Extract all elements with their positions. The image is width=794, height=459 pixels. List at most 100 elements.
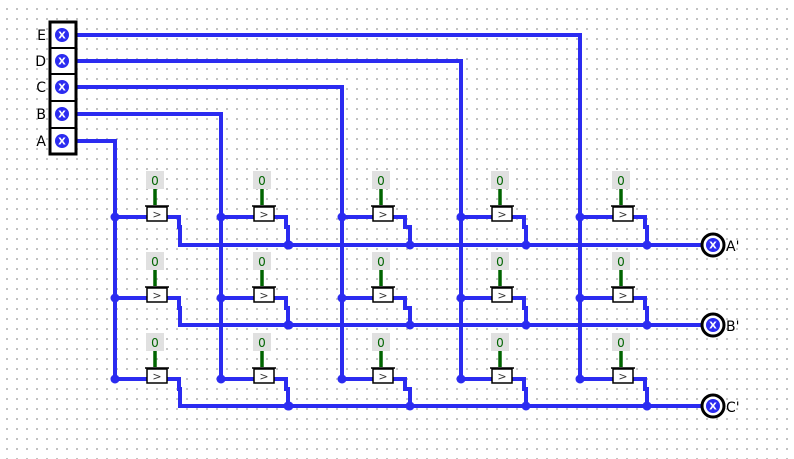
input-junction-dot: [110, 374, 120, 384]
input-pin-B[interactable]: [55, 107, 69, 121]
output-junction-dot: [521, 401, 531, 411]
constant-zero-label: 0: [258, 255, 266, 269]
input-label: A: [36, 134, 46, 150]
constant-zero-label: 0: [377, 336, 385, 350]
buffer-body: [253, 287, 275, 303]
constant-zero-box: [372, 333, 390, 351]
buffer-gate: 0>: [611, 333, 635, 384]
buffer-symbol: >: [259, 289, 268, 302]
input-junction-dot: [216, 293, 226, 303]
buffer-gate: 0>: [145, 333, 169, 384]
buffer-gate: 0>: [490, 333, 514, 384]
gate-output-wire: [167, 296, 182, 325]
input-junction-dot: [216, 374, 226, 384]
gate-output-wire: [167, 215, 182, 245]
constant-zero-label: 0: [496, 336, 504, 350]
constant-zero-box: [146, 252, 164, 270]
buffer-gate: 0>: [490, 252, 514, 303]
output-junction-dot: [405, 240, 415, 250]
buffer-symbol: >: [378, 370, 387, 383]
input-junction-dot: [456, 374, 466, 384]
buffer-gate: 0>: [252, 252, 276, 303]
gate-output-wire: [633, 296, 649, 325]
constant-zero-box: [146, 333, 164, 351]
constant-zero-label: 0: [151, 255, 159, 269]
output-pin-mark: X: [709, 321, 717, 332]
gate-output-wire: [512, 377, 528, 406]
constant-zero-label: 0: [617, 174, 625, 188]
constant-zero-box: [612, 252, 630, 270]
output-junction-dot: [642, 240, 652, 250]
buffer-body: [491, 368, 513, 384]
input-pin-A[interactable]: [55, 134, 69, 148]
buffer-symbol: >: [618, 208, 627, 221]
buffer-body: [612, 206, 634, 222]
gate-output-wire: [633, 215, 649, 245]
buffer-body: [253, 206, 275, 222]
input-junction-dot: [575, 293, 585, 303]
constant-zero-label: 0: [151, 336, 159, 350]
gate-output-wire: [633, 377, 649, 406]
gate-output-wire: [393, 377, 412, 406]
buffer-gate: 0>: [252, 171, 276, 222]
constant-zero-box: [372, 171, 390, 189]
buffer-body: [146, 368, 168, 384]
gate-output-wire: [274, 377, 290, 406]
junction-layer: [110, 212, 652, 411]
input-label: D: [35, 54, 46, 70]
buffer-body: [146, 206, 168, 222]
input-pin-C[interactable]: [55, 80, 69, 94]
constant-zero-label: 0: [617, 336, 625, 350]
input-junction-dot: [456, 293, 466, 303]
buffer-body: [612, 287, 634, 303]
buffer-gate: 0>: [371, 171, 395, 222]
constant-zero-label: 0: [151, 174, 159, 188]
output-pin-1[interactable]: [706, 238, 720, 252]
buffer-body: [491, 287, 513, 303]
output-junction-dot: [284, 240, 294, 250]
buffer-body: [253, 368, 275, 384]
constant-zero-box: [372, 252, 390, 270]
input-pin-mark: X: [58, 57, 66, 68]
output-pin-mark: X: [709, 402, 717, 413]
input-pin-mark: X: [58, 137, 66, 148]
constant-zero-label: 0: [258, 336, 266, 350]
buffer-body: [491, 206, 513, 222]
constant-zero-label: 0: [617, 255, 625, 269]
input-junction-dot: [337, 374, 347, 384]
buffer-body: [372, 368, 394, 384]
buffer-symbol: >: [497, 289, 506, 302]
input-junction-dot: [110, 293, 120, 303]
output-pin-mark: X: [709, 241, 717, 252]
output-pin-3[interactable]: [706, 399, 720, 413]
gate-output-wire: [274, 296, 290, 325]
gate-output-wire: [393, 296, 412, 325]
constant-zero-box: [612, 333, 630, 351]
buffer-symbol: >: [259, 208, 268, 221]
buffer-symbol: >: [497, 208, 506, 221]
input-junction-dot: [337, 293, 347, 303]
constant-zero-box: [146, 171, 164, 189]
output-junction-dot: [642, 320, 652, 330]
wire-layer: [74, 33, 705, 408]
input-label: C: [36, 80, 46, 96]
buffer-symbol: >: [259, 370, 268, 383]
input-pin-E[interactable]: [55, 28, 69, 42]
output-junction-dot: [642, 401, 652, 411]
input-pin-D[interactable]: [55, 54, 69, 68]
constant-zero-box: [491, 252, 509, 270]
constant-zero-label: 0: [258, 174, 266, 188]
buffer-body: [372, 287, 394, 303]
input-junction-dot: [337, 212, 347, 222]
input-junction-dot: [575, 374, 585, 384]
buffer-gate: 0>: [145, 171, 169, 222]
buffer-symbol: >: [618, 289, 627, 302]
buffer-gate: 0>: [371, 252, 395, 303]
buffer-gate: 0>: [145, 252, 169, 303]
input-pin-mark: X: [58, 31, 66, 42]
output-pin-2[interactable]: [706, 318, 720, 332]
output-label: A': [726, 239, 739, 255]
input-pin-mark: X: [58, 110, 66, 121]
constant-zero-label: 0: [377, 174, 385, 188]
